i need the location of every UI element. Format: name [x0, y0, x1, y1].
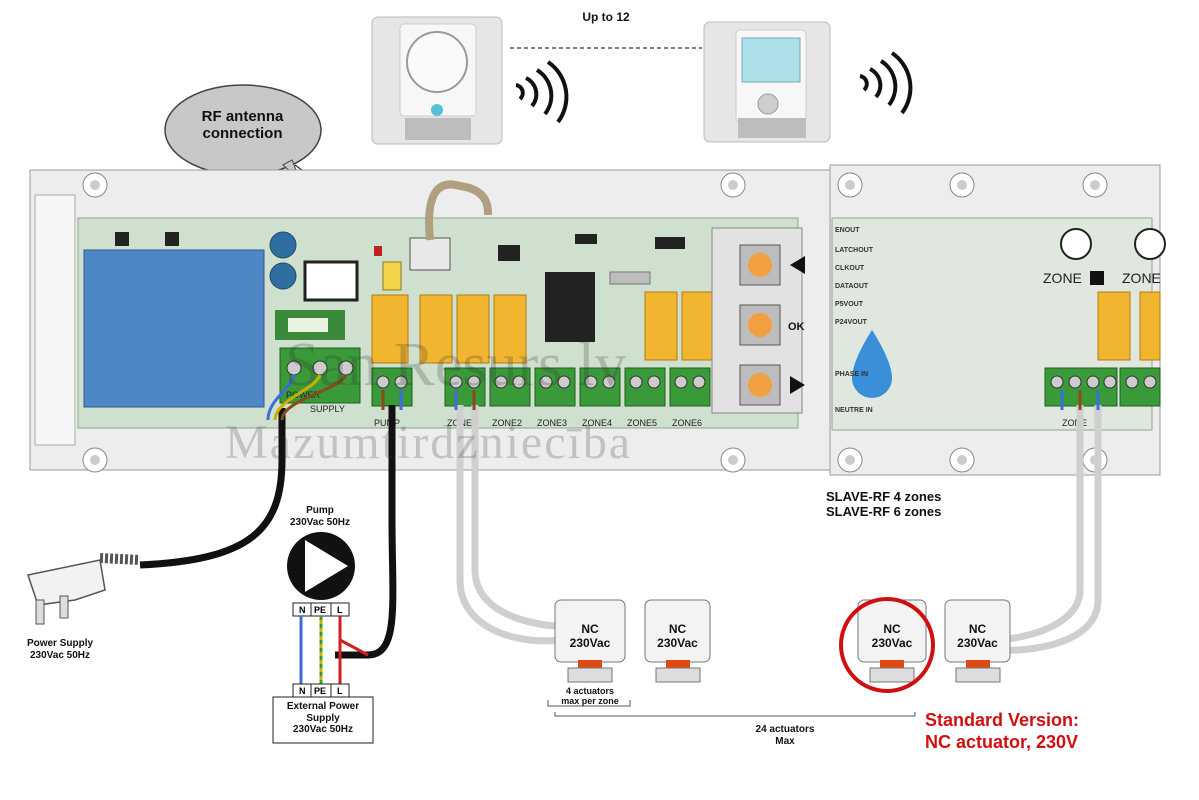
standard-version-line-1: Standard Version: [925, 710, 1080, 730]
power-supply-label: Power Supply 230Vac 50Hz [5, 638, 115, 661]
callout-text: RF antenna connection [175, 108, 310, 143]
pin-p24vout: P24VOUT [835, 319, 868, 326]
pin-latchout: LATCHOUT [835, 247, 874, 254]
per-zone-line-2: max per zone [561, 696, 619, 707]
actuator-1-voltage: 230Vac [569, 635, 611, 650]
per-zone-label: 4 actuators max per zone [540, 686, 640, 707]
button-right-arrow[interactable] [739, 364, 805, 406]
master-controller [29, 169, 831, 473]
total-line-1: 24 actuators [755, 724, 815, 735]
digital-thermostat [703, 21, 831, 143]
ext-l: L [337, 686, 343, 696]
up-to-label: Up to 12 [582, 10, 630, 24]
external-power-box [272, 696, 374, 744]
actuator-3-label: NC 230Vac [858, 622, 926, 651]
actuator-2-type: NC [668, 622, 687, 636]
analog-thermostat [371, 16, 503, 145]
ext-n: N [299, 686, 306, 696]
actuator-2 [644, 599, 711, 683]
power-cord [139, 408, 286, 569]
external-terminal-block: N PE L [292, 683, 350, 698]
actuator-4-voltage: 230Vac [957, 635, 998, 650]
per-zone-line-1: 4 actuators [565, 686, 615, 696]
terminal-zones: ZONE1 ZONE2 ZONE3 ZONE4 ZONE5 ZONE6 [444, 367, 711, 428]
ok-label: OK [788, 321, 805, 333]
pin-neutre-in: NEUTRE IN [835, 407, 873, 414]
pump-label: Pump 230Vac 50Hz [265, 505, 375, 528]
actuator-1-label: NC 230Vac [555, 622, 625, 651]
slave-pin-labels: ENOUT LATCHOUT CLKOUT DATAOUT P5VOUT P24… [835, 227, 874, 414]
actuator-3-type: NC [883, 622, 901, 636]
callout-line-1: RF antenna [201, 108, 284, 125]
ext-pe: PE [314, 686, 326, 696]
actuator-2-label: NC 230Vac [645, 622, 710, 651]
slave-zone-label-2: ZONE [1122, 270, 1161, 286]
pump-supply-wires [299, 616, 369, 684]
actuator-4-label: NC 230Vac [945, 622, 1010, 651]
actuator-3 [857, 599, 927, 683]
standard-version-label: Standard Version: NC actuator, 230V [925, 710, 1079, 753]
pump-n: N [299, 605, 306, 615]
terminal-pump: PUMP [371, 367, 413, 428]
power-plug-icon [27, 559, 106, 625]
slave-module [829, 164, 1166, 476]
pin-phase-in: PHASE IN [835, 371, 868, 378]
actuator-4-type: NC [968, 622, 987, 636]
external-power-line-1: External Power [286, 701, 360, 712]
actuator-1 [554, 599, 626, 683]
external-power-line-3: 230Vac 50Hz [292, 724, 354, 735]
zone2-label: ZONE2 [492, 418, 522, 428]
external-power-line-2: Supply [306, 712, 340, 724]
power-wires [266, 374, 1100, 421]
actuator-3-voltage: 230Vac [871, 635, 913, 650]
pump-cable [335, 405, 397, 659]
pump-l: L [337, 605, 343, 615]
power-cord-strain-relief [99, 553, 141, 565]
zone3-label: ZONE3 [537, 418, 567, 428]
pin-dataout: DATAOUT [835, 283, 869, 290]
bracket-per-zone [547, 700, 631, 707]
pin-p5vout: P5VOUT [835, 301, 864, 308]
highlight-circle [839, 597, 935, 693]
power-supply-line-1: Power Supply [26, 638, 94, 649]
external-power-label: External Power Supply 230Vac 50Hz [273, 701, 373, 736]
slave-model-2: SLAVE-RF 6 zones [826, 503, 942, 519]
standard-version-line-2: NC actuator, 230V [925, 731, 1079, 752]
pin-clkout: CLKOUT [835, 265, 865, 272]
zone5-label: ZONE5 [627, 418, 657, 428]
slave-zone-label-1: ZONE [1043, 270, 1082, 286]
power-terminal-label: POWER [286, 390, 321, 400]
zone4-label: ZONE4 [582, 418, 612, 428]
pump-pe: PE [314, 605, 326, 615]
slave-zone-terminal-label: ZONE [1062, 418, 1087, 428]
slave-models: SLAVE-RF 4 zones SLAVE-RF 6 zones [826, 489, 942, 520]
wireless-signal-icon [859, 51, 913, 115]
pump-label-1: Pump [306, 505, 334, 516]
actuator-2-voltage: 230Vac [657, 635, 698, 650]
supply-terminal-label: SUPPLY [310, 404, 345, 414]
actuator-4 [944, 599, 1011, 683]
wireless-signal-icon [515, 60, 569, 124]
actuator-1-type: NC [581, 622, 599, 636]
callout-line-2: connection [202, 125, 283, 143]
zone6-label: ZONE6 [672, 418, 702, 428]
total-line-2: Max [775, 735, 795, 747]
power-supply-line-2: 230Vac 50Hz [29, 649, 91, 661]
button-ok[interactable] [739, 304, 781, 346]
pump-terminal-block: N PE L [292, 602, 350, 617]
pin-enout: ENOUT [835, 227, 860, 234]
button-left-arrow[interactable] [739, 244, 805, 286]
bracket-total [554, 712, 916, 717]
pump-icon [287, 532, 355, 600]
slave-model-1: SLAVE-RF 4 zones [826, 489, 942, 504]
total-actuators-label: 24 actuators Max [730, 724, 840, 747]
pump-terminal-label: PUMP [374, 418, 400, 428]
pump-label-2: 230Vac 50Hz [289, 516, 351, 528]
